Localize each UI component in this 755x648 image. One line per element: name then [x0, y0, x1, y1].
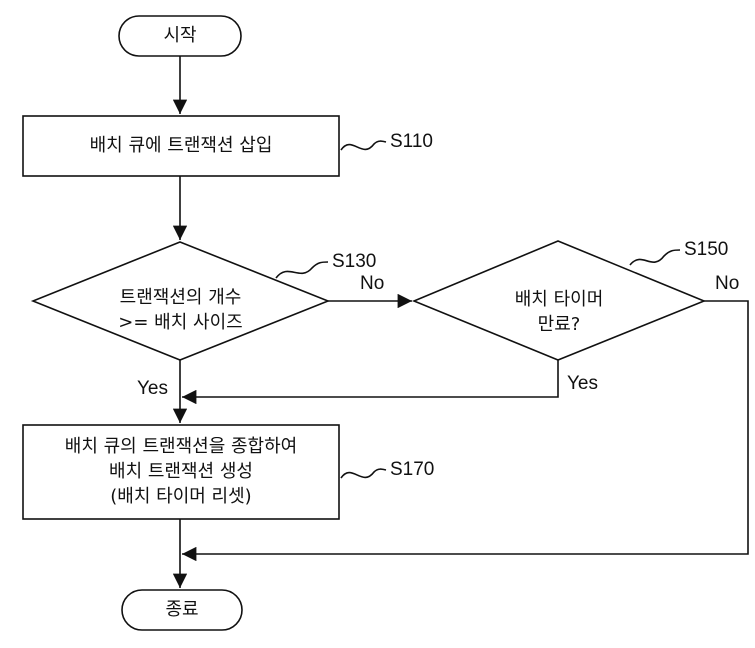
generate-label-3: (배치 타이머 리셋): [110, 486, 252, 507]
count-decision-label-1: 트랜잭션의 개수: [119, 287, 242, 308]
insert-label: 배치 큐에 트랜잭션 삽입: [89, 135, 273, 156]
s150-leader: [629, 249, 681, 266]
insert-process-box: [22, 115, 340, 177]
start-label: 시작: [163, 25, 197, 46]
timer-decision-label-1: 배치 타이머: [514, 289, 604, 310]
s170-leader: [340, 468, 387, 479]
edge-timer-yes-label: Yes: [567, 373, 598, 394]
generate-label-2: 배치 트랜잭션 생성: [109, 461, 253, 482]
timer-decision-label-2: 만료?: [537, 314, 581, 335]
generate-label-1: 배치 큐의 트랜잭션을 종합하여: [64, 436, 298, 457]
step-s150: S150: [684, 239, 729, 260]
edge-count-no-label: No: [360, 273, 385, 294]
end-terminal: [121, 589, 243, 631]
edge-count-yes-label: Yes: [137, 378, 168, 399]
generate-process-box: [22, 424, 340, 520]
edge-timer-no-label: No: [715, 273, 740, 294]
step-s110: S110: [390, 131, 433, 152]
end-label: 종료: [165, 599, 199, 620]
arrow-timer-yes: [182, 360, 559, 405]
s130-leader: [275, 261, 329, 279]
arrow-timer-no: [182, 300, 749, 562]
step-s130: S130: [332, 251, 377, 272]
count-decision-label-2: >= 배치 사이즈: [118, 312, 243, 333]
s110-leader: [340, 140, 387, 151]
step-s170: S170: [390, 459, 435, 480]
